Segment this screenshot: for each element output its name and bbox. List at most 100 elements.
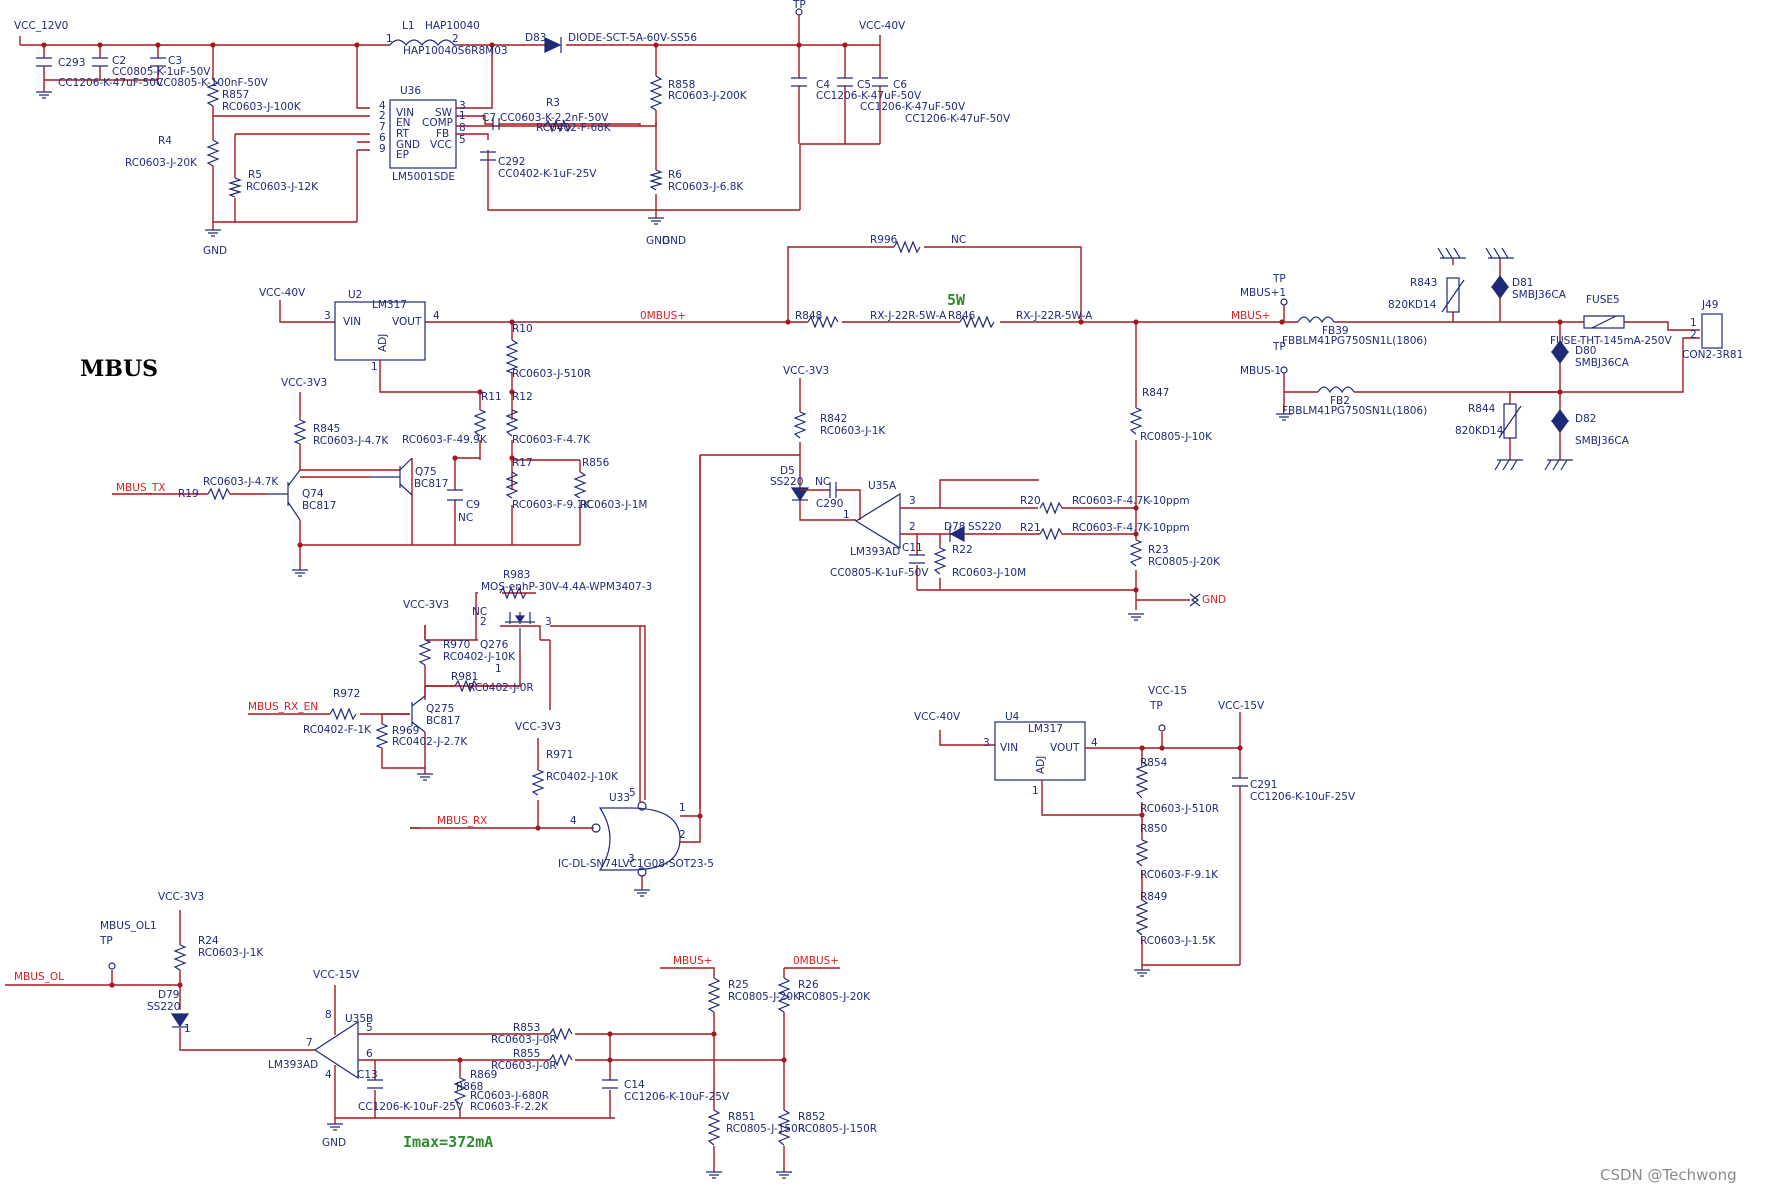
label-u33: U33 (609, 792, 630, 804)
capacitor-c13 (367, 1079, 383, 1089)
label-p1: 1 (459, 110, 466, 122)
wire-u36-right (456, 45, 800, 211)
ground-symbol (648, 217, 664, 225)
label-d80: D80 (1575, 345, 1596, 357)
label-c3-val: CC0805-K-100nF-50V (156, 77, 269, 89)
wire-u35b (334, 985, 784, 1119)
label-c4: C4 (816, 79, 830, 91)
label-r11-val: RC0603-F-49.9K (402, 434, 488, 446)
label-c13-val: CC1206-K-10uF-25V (358, 1101, 464, 1113)
label-u35a-p1: 1 (843, 509, 850, 521)
label-d82-val: SMBJ36CA (1575, 435, 1630, 447)
junction (1139, 812, 1145, 818)
diode-d5 (790, 487, 810, 502)
net-vcc-15: VCC-15 (1148, 685, 1187, 697)
capacitor-c2 (92, 57, 108, 67)
wire-c293 (43, 45, 159, 81)
label-pin-ep: EP (396, 149, 409, 161)
label-u33-p3: 3 (628, 853, 635, 865)
label-r851: R851 (728, 1111, 755, 1123)
label-u33-p2: 2 (679, 829, 686, 841)
label-r6-val: RC0603-J-6.8K (668, 181, 744, 193)
label-c291-val: CC1206-K-10uF-25V (1250, 791, 1356, 803)
label-u4-val: LM317 (1028, 723, 1063, 735)
chassis-gnd (1485, 247, 1514, 259)
resistor-r4 (206, 139, 220, 167)
test-point-mbus-m1 (1280, 366, 1288, 374)
wire-mbus-main (279, 300, 1700, 331)
resistor-r855 (549, 1053, 573, 1067)
label-c9: C9 (466, 499, 480, 511)
label-u2-adj: ADJ (377, 334, 389, 352)
label-r842: R842 (820, 413, 847, 425)
diode-d78 (949, 525, 965, 543)
label-r842-val: RC0603-J-1K (820, 425, 886, 437)
net-0mbus-plus-bottom: 0MBUS+ (793, 955, 839, 967)
label-l1-p1: 1 (386, 33, 393, 45)
label-r845-val: RC0603-J-4.7K (313, 435, 389, 447)
capacitor-c292 (480, 151, 496, 161)
label-p9: 9 (379, 143, 386, 155)
label-r856: R856 (582, 457, 610, 469)
label-r846-val: RX-J-22R-5W-A (1016, 310, 1093, 322)
resistor-r26 (777, 977, 791, 1013)
resistor-r842 (793, 411, 807, 439)
label-r858: R858 (668, 79, 695, 91)
capacitor-c9 (447, 489, 463, 501)
connector-j49 (1701, 313, 1723, 349)
diode-d81 (1490, 274, 1510, 300)
label-q74: Q74 (302, 488, 324, 500)
label-p4: 4 (379, 100, 386, 112)
comparator-u35a (854, 492, 901, 550)
label-r5: R5 (248, 169, 262, 181)
label-c290: C290 (816, 498, 843, 510)
label-c7-val: CC0603-K-2.2nF-50V (500, 112, 609, 124)
resistor-r10 (505, 339, 519, 374)
junction (1139, 745, 1145, 751)
net-mbus-tx: MBUS_TX (116, 482, 165, 494)
label-p7: 7 (379, 121, 386, 133)
label-c14-val: CC1206-K-10uF-25V (624, 1091, 730, 1103)
label-r843: R843 (1410, 277, 1437, 289)
label-r849: R849 (1140, 891, 1167, 903)
wire-q275 (381, 686, 426, 769)
varistor-r844-slash (1498, 405, 1522, 439)
label-r848-val: RX-J-22R-5W-A (870, 310, 947, 322)
label-r858-val: RC0603-J-200K (668, 90, 748, 102)
capacitor-c4 (791, 77, 807, 87)
ground-symbol (706, 1171, 722, 1179)
label-l1-p2: 2 (452, 33, 459, 45)
junction (457, 1057, 463, 1063)
label-p6: 6 (379, 132, 386, 144)
wire-r842 (699, 378, 801, 810)
label-u35a: U35A (868, 480, 897, 492)
net-vcc-40v-u2: VCC-40V (259, 287, 306, 299)
junction (509, 455, 515, 461)
label-d5: D5 (780, 465, 795, 477)
ground-symbol (417, 773, 433, 781)
label-j49-p1: 1 (1690, 317, 1697, 329)
label-r851-val: RC0805-J-150R (726, 1123, 805, 1135)
wire-c11-r22 (916, 534, 1136, 591)
boost-converter-section (19, 8, 888, 237)
label-r3: R3 (546, 97, 560, 109)
test-point-mbus-ol1 (108, 962, 116, 970)
label-c293-val: CC1206-K-47uF-50V (58, 77, 164, 89)
label-u35b-val: LM393AD (268, 1059, 318, 1071)
net-tp-vcc15: TP (1149, 700, 1163, 712)
resistor-r846 (959, 315, 995, 329)
label-r850-val: RC0603-F-9.1K (1140, 869, 1219, 881)
ground-symbol (36, 91, 52, 99)
label-r868: R868 (456, 1081, 483, 1093)
ground-symbol (634, 889, 650, 897)
wire-out-caps (798, 45, 881, 210)
label-r844: R844 (1468, 403, 1496, 415)
resistor-r21 (1039, 527, 1063, 541)
label-u4-vout: VOUT (1050, 742, 1080, 754)
label-c2-val: CC0805-K-1uF-50V (112, 66, 211, 78)
label-c6: C6 (893, 79, 907, 91)
label-r846: R846 (948, 310, 976, 322)
label-u35a-val: LM393AD (850, 546, 900, 558)
label-d82: D82 (1575, 413, 1596, 425)
label-l1-val: HAP10040S6R8M03 (403, 45, 508, 57)
